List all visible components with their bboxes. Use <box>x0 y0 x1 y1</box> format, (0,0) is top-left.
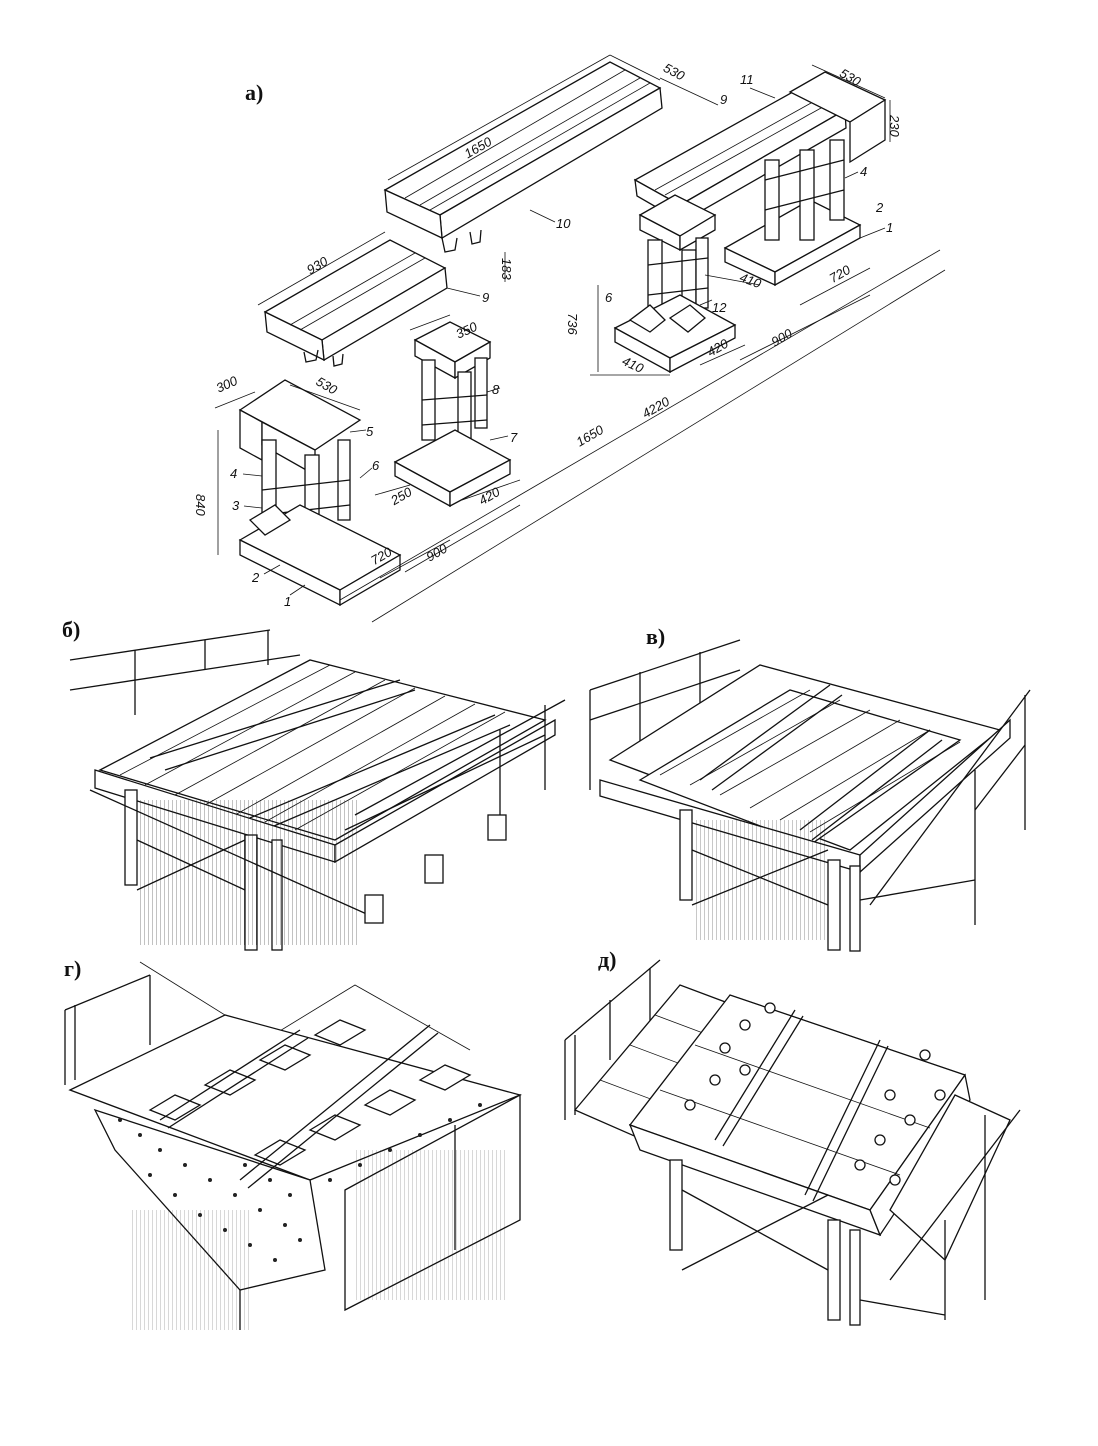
dim-720-right: 720 <box>827 262 854 286</box>
part-2-right: 2 <box>875 200 884 215</box>
part-8: 8 <box>492 382 500 397</box>
dim-530-left: 530 <box>314 374 341 398</box>
sleepers-g <box>148 1019 472 1166</box>
part-6-left: 6 <box>372 458 380 473</box>
part-9-left: 9 <box>482 290 489 305</box>
part-1-left: 1 <box>284 594 291 609</box>
panel-v: в) <box>589 624 1031 952</box>
part-10: 10 <box>556 216 571 231</box>
part-12: 12 <box>712 300 727 315</box>
dim-1650-bottom: 1650 <box>574 422 607 450</box>
part-5: 5 <box>366 424 374 439</box>
part-9-top: 9 <box>720 92 727 107</box>
part-2-left: 2 <box>251 570 260 585</box>
bolts <box>684 1002 946 1186</box>
dim-230: 230 <box>887 114 902 137</box>
panel-d: д) <box>564 947 1021 1326</box>
part-4-right: 4 <box>860 164 867 179</box>
dim-4220: 4220 <box>640 393 673 421</box>
slab-1650 <box>383 61 663 253</box>
pier-middle <box>393 321 512 508</box>
slab-930 <box>263 239 448 367</box>
part-numbers: 11 9 4 2 1 10 9 6 12 8 7 5 4 3 6 <box>230 72 893 609</box>
panel-label-v: в) <box>646 624 665 649</box>
panel-label-a: а) <box>245 80 263 105</box>
dim-840: 840 <box>193 494 208 516</box>
panel-label-d: д) <box>598 947 616 972</box>
part-1-right: 1 <box>886 220 893 235</box>
panel-a: а) <box>193 54 946 623</box>
part-7: 7 <box>510 430 518 445</box>
dim-900-left: 900 <box>424 540 451 564</box>
dim-900-right: 900 <box>769 325 796 349</box>
dimension-lines <box>214 54 946 623</box>
panel-g: г) <box>64 956 523 1330</box>
panel-label-b: б) <box>62 617 80 642</box>
dim-250: 250 <box>387 484 415 509</box>
dim-736: 736 <box>565 313 580 335</box>
dim-300: 300 <box>214 373 241 396</box>
panel-b: б) <box>62 617 566 951</box>
sleepers-v <box>659 689 961 833</box>
abutment-left <box>238 379 402 607</box>
part-6-right: 6 <box>605 290 613 305</box>
dim-930: 930 <box>304 253 331 277</box>
part-11: 11 <box>740 72 754 87</box>
dim-410-right-top: 410 <box>738 270 764 292</box>
part-4-left: 4 <box>230 466 237 481</box>
part-3: 3 <box>232 498 240 513</box>
panel-label-g: г) <box>64 956 81 981</box>
dim-183: 183 <box>499 258 514 280</box>
pier-right <box>613 194 737 374</box>
